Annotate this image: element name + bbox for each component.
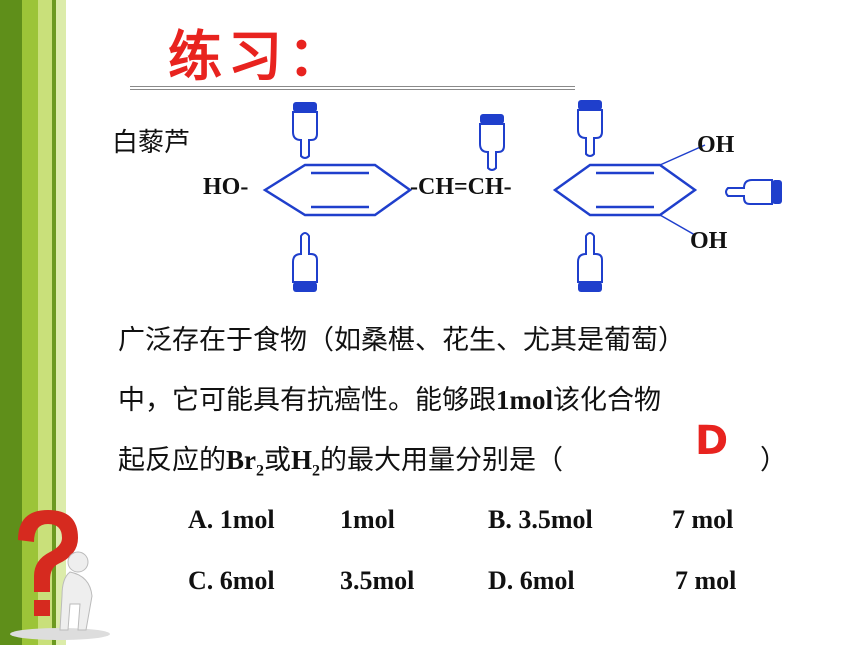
compound-name: 白藜芦 [112, 128, 191, 158]
option-c-value: 3.5mol [340, 566, 415, 595]
pointing-hand-icon [292, 232, 318, 292]
title-rule-top [130, 86, 575, 87]
pointing-hand-icon [725, 179, 782, 205]
option-a-value: 1mol [340, 505, 395, 534]
option-d-value: 7 mol [675, 566, 737, 595]
question-line-2: 中，它可能具有抗癌性。能够跟1mol该化合物 [118, 385, 661, 416]
side-stripe-line [52, 0, 56, 645]
slide-title: 练习： [168, 25, 348, 88]
side-stripe-dark [0, 0, 22, 645]
option-b-label: B. 3.5mol [488, 505, 593, 534]
pointing-hand-icon [577, 232, 603, 292]
pointing-hand-icon [479, 114, 505, 171]
question-close-paren: ） [760, 445, 787, 476]
side-stripe-mid [22, 0, 38, 645]
bottom-hydroxyl: OH [690, 228, 728, 254]
pointing-hand-icon [292, 102, 318, 159]
answer-letter: D [695, 418, 729, 464]
vinyl-bridge: -CH=CH- [410, 174, 512, 200]
benzene-ring-left [262, 163, 413, 217]
question-line-3: 起反应的Br2或H2的最大用量分别是（ [118, 445, 564, 480]
title-rule-bottom [130, 89, 575, 90]
benzene-ring-right [552, 144, 706, 236]
side-stripe-pale [56, 0, 66, 645]
pointing-hand-icon [577, 100, 603, 157]
left-hydroxyl: HO- [203, 174, 249, 200]
side-stripe-light [38, 0, 52, 645]
option-a-label: A. 1mol [188, 505, 275, 534]
question-line-1: 广泛存在于食物（如桑椹、花生、尤其是葡萄） [118, 325, 685, 356]
top-hydroxyl: OH [697, 132, 735, 158]
option-c-label: C. 6mol [188, 566, 275, 595]
question-mark-figure-icon [10, 510, 110, 640]
option-d-label: D. 6mol [488, 566, 575, 595]
option-b-value: 7 mol [672, 505, 734, 534]
